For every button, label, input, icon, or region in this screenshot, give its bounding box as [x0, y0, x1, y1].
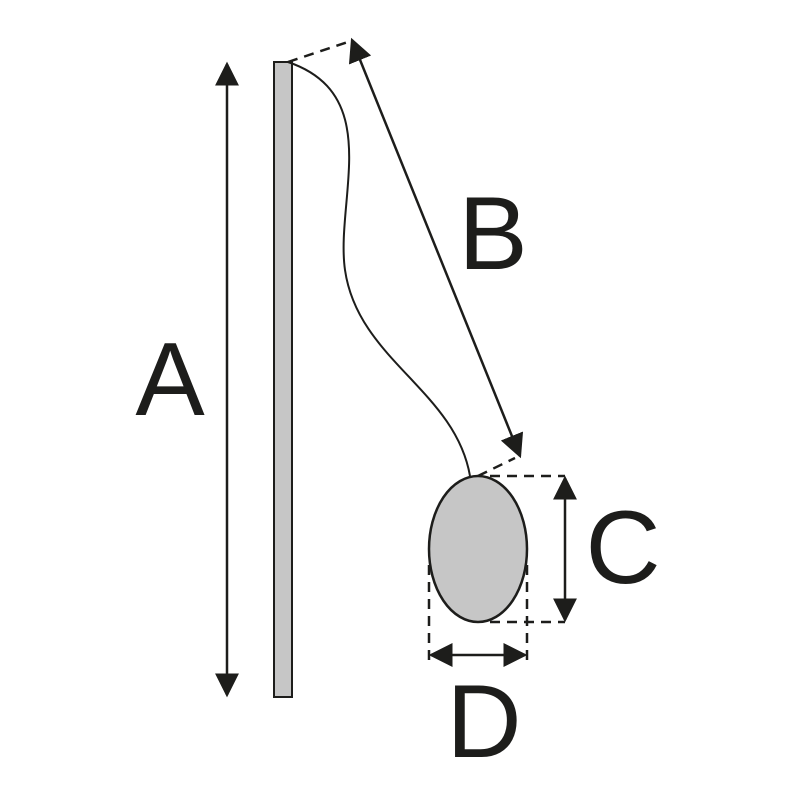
dimension-b-arrow — [348, 37, 524, 459]
vertical-rod — [273, 61, 293, 698]
pendulum-string — [287, 61, 471, 477]
pendulum-bob — [427, 474, 529, 624]
dimension-b-extension-top — [287, 40, 349, 64]
label-b: B — [458, 176, 527, 292]
label-d: D — [446, 664, 521, 780]
label-a: A — [135, 322, 205, 438]
dimension-b-extension-bottom — [477, 456, 516, 478]
label-c: C — [585, 490, 660, 606]
